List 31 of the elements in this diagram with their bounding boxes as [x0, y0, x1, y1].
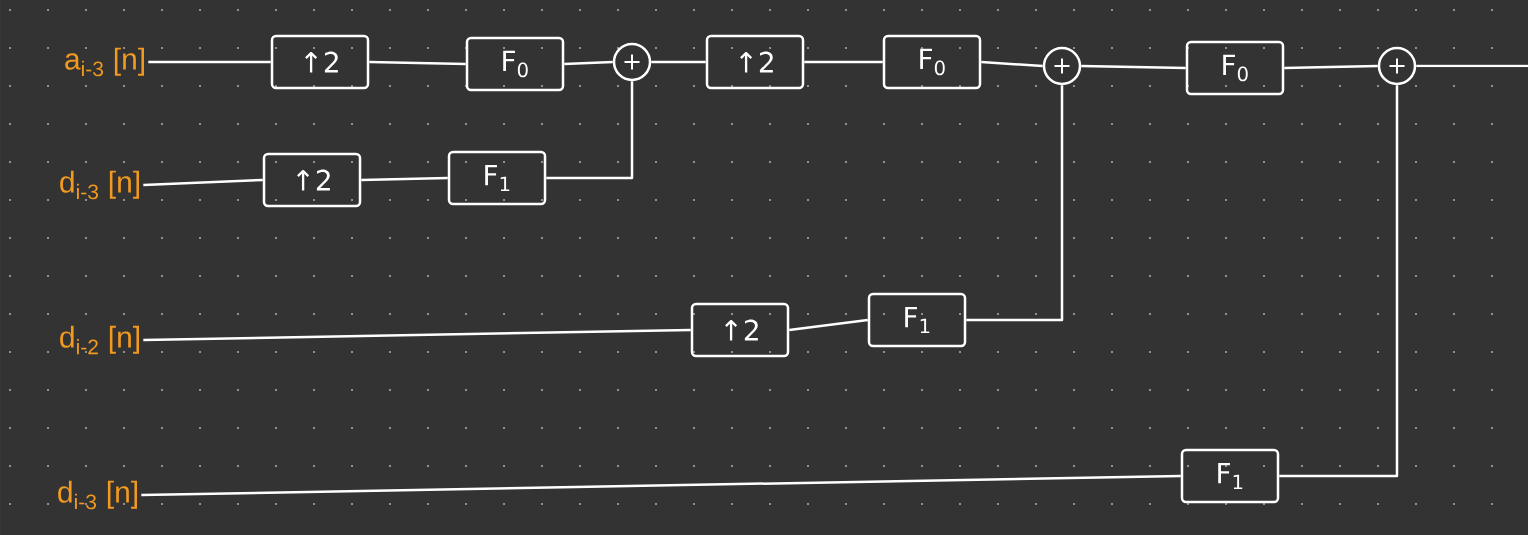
connector-line [1416, 64, 1528, 68]
signal-label: a$_{i-3}$ [n] [65, 47, 144, 77]
filter-box: F$_{1}$ [447, 150, 547, 206]
connector-line [564, 60, 613, 66]
connector-line [141, 474, 1181, 497]
filter-box: ↑2 [262, 152, 362, 208]
signal-label: d$_{i-2}$ [n] [60, 325, 139, 355]
connector-line [1279, 85, 1399, 478]
connector-line [789, 318, 868, 332]
filter-box: ↑2 [270, 34, 370, 90]
filter-box: F$_{1}$ [867, 292, 967, 348]
filter-box: F$_{0}$ [882, 34, 982, 90]
connector-line [1081, 64, 1186, 70]
connector-line [143, 328, 691, 342]
connector-line [651, 60, 706, 64]
connector-line [1284, 64, 1378, 70]
filter-box: ↑2 [705, 34, 805, 90]
filter-box: F$_{1}$ [1180, 448, 1280, 504]
connector-line [148, 60, 271, 64]
filter-box: F$_{0}$ [1185, 40, 1285, 96]
connector-line [361, 176, 448, 182]
connector-line [143, 178, 263, 187]
signal-label: d$_{i-3}$ [n] [60, 170, 139, 200]
signal-label: d$_{i-3}$ [n] [58, 480, 137, 510]
connector-line [804, 60, 883, 64]
connector-line [966, 85, 1064, 322]
filter-box: ↑2 [690, 302, 790, 358]
connector-line [981, 60, 1043, 68]
filter-box: F$_{0}$ [465, 36, 565, 92]
connector-line [546, 81, 634, 180]
connector-line [369, 60, 466, 66]
